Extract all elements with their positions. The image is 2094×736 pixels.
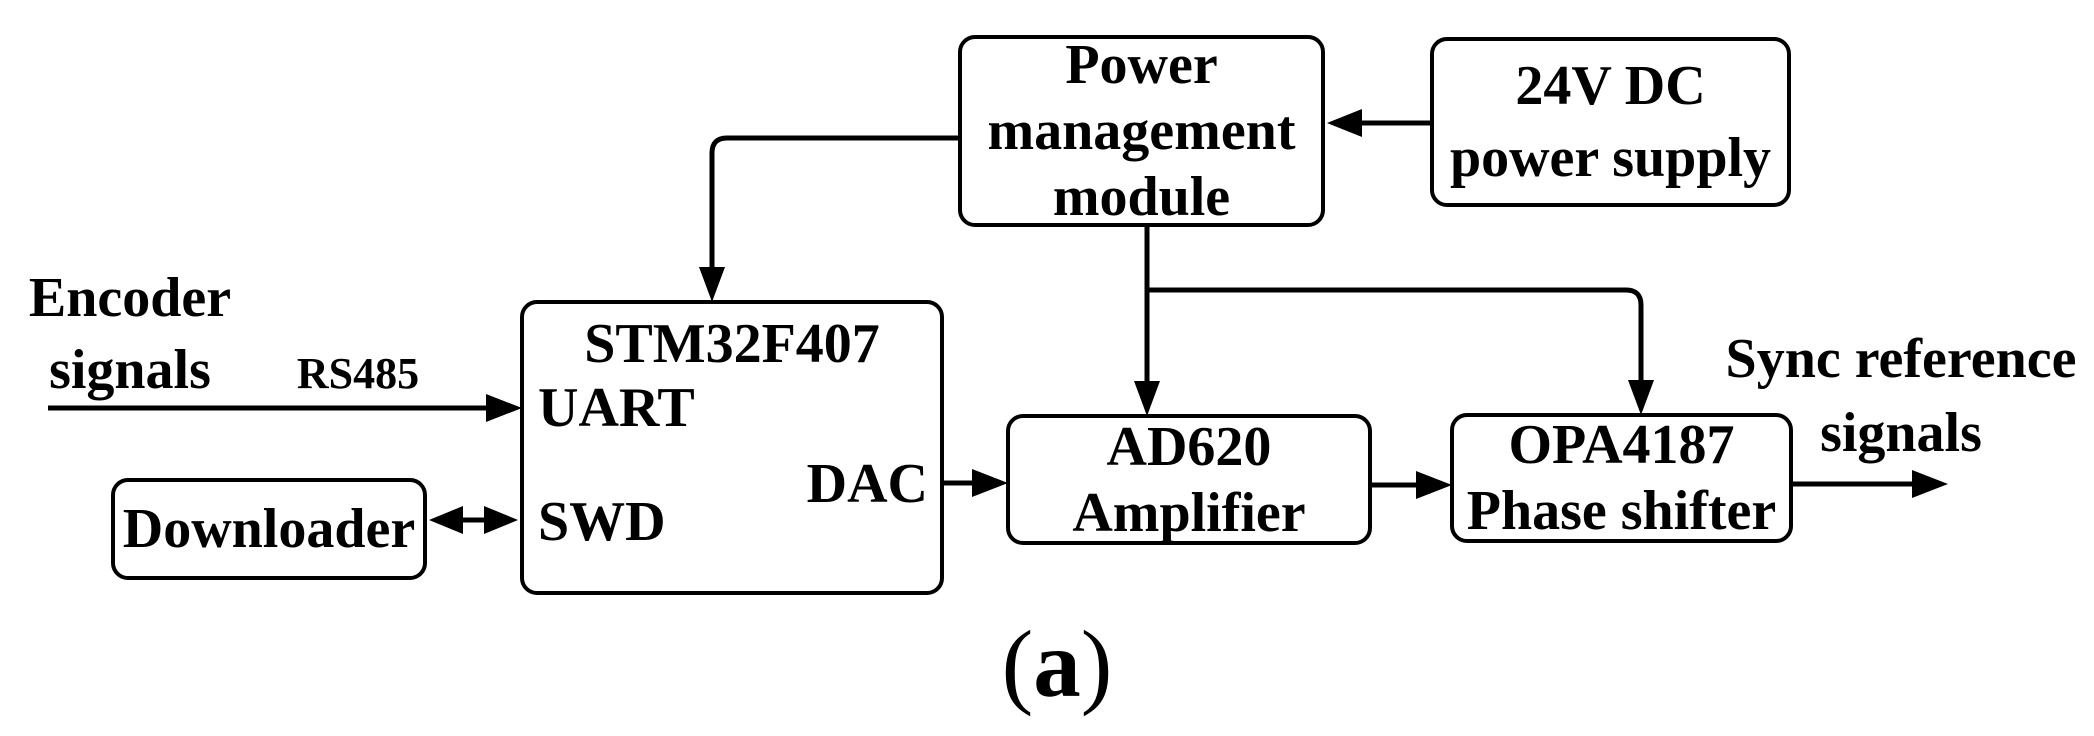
stm32f407-port-uart: UART xyxy=(538,377,695,439)
arrowhead-into-stm32 xyxy=(699,267,725,302)
ad620-amplifier-box: AD620 Amplifier xyxy=(1006,414,1372,545)
stm32f407-port-dac: DAC xyxy=(806,453,928,515)
wire-power-to-stm32 xyxy=(709,135,958,270)
opa4187-phase-shifter-box: OPA4187 Phase shifter xyxy=(1450,413,1793,543)
wire-power-to-opa4187 xyxy=(1147,287,1644,380)
24v-dc-power-supply-box: 24V DC power supply xyxy=(1430,37,1791,207)
encoder-signals-label: Encoder signals xyxy=(28,267,232,401)
sync-reference-signals-label: Sync reference signals xyxy=(1725,328,2077,464)
arrowhead-into-opa4187-left xyxy=(1416,471,1452,499)
arrowhead-sync-output xyxy=(1912,470,1948,498)
arrowhead-swd-left xyxy=(429,506,463,534)
stm32f407-box: STM32F407 UART SWD DAC xyxy=(520,300,944,595)
power-management-module-label: Power management module xyxy=(987,34,1296,228)
stm32f407-title: STM32F407 xyxy=(584,313,880,375)
caption-letter: a xyxy=(1033,611,1081,717)
power-management-module-box: Power management module xyxy=(958,34,1325,228)
opa4187-phase-shifter-label: OPA4187 Phase shifter xyxy=(1466,414,1777,542)
arrowhead-dac xyxy=(972,469,1008,497)
ad620-amplifier-label: AD620 Amplifier xyxy=(1072,415,1306,544)
stm32f407-port-swd: SWD xyxy=(538,491,666,553)
arrowhead-swd-right xyxy=(484,506,518,534)
arrowhead-into-opa4187-top xyxy=(1628,380,1654,415)
arrowhead-into-power xyxy=(1327,109,1362,137)
caption-open-paren: ( xyxy=(1001,611,1034,717)
figure-caption: (a) xyxy=(907,617,1207,712)
downloader-label: Downloader xyxy=(122,498,416,560)
24v-dc-power-supply-label: 24V DC power supply xyxy=(1449,55,1772,189)
downloader-box: Downloader xyxy=(111,478,427,580)
rs485-label: RS485 xyxy=(296,349,420,398)
arrowhead-into-ad620-top xyxy=(1134,381,1160,416)
caption-close-paren: ) xyxy=(1080,611,1113,717)
arrowhead-rs485 xyxy=(486,394,522,422)
